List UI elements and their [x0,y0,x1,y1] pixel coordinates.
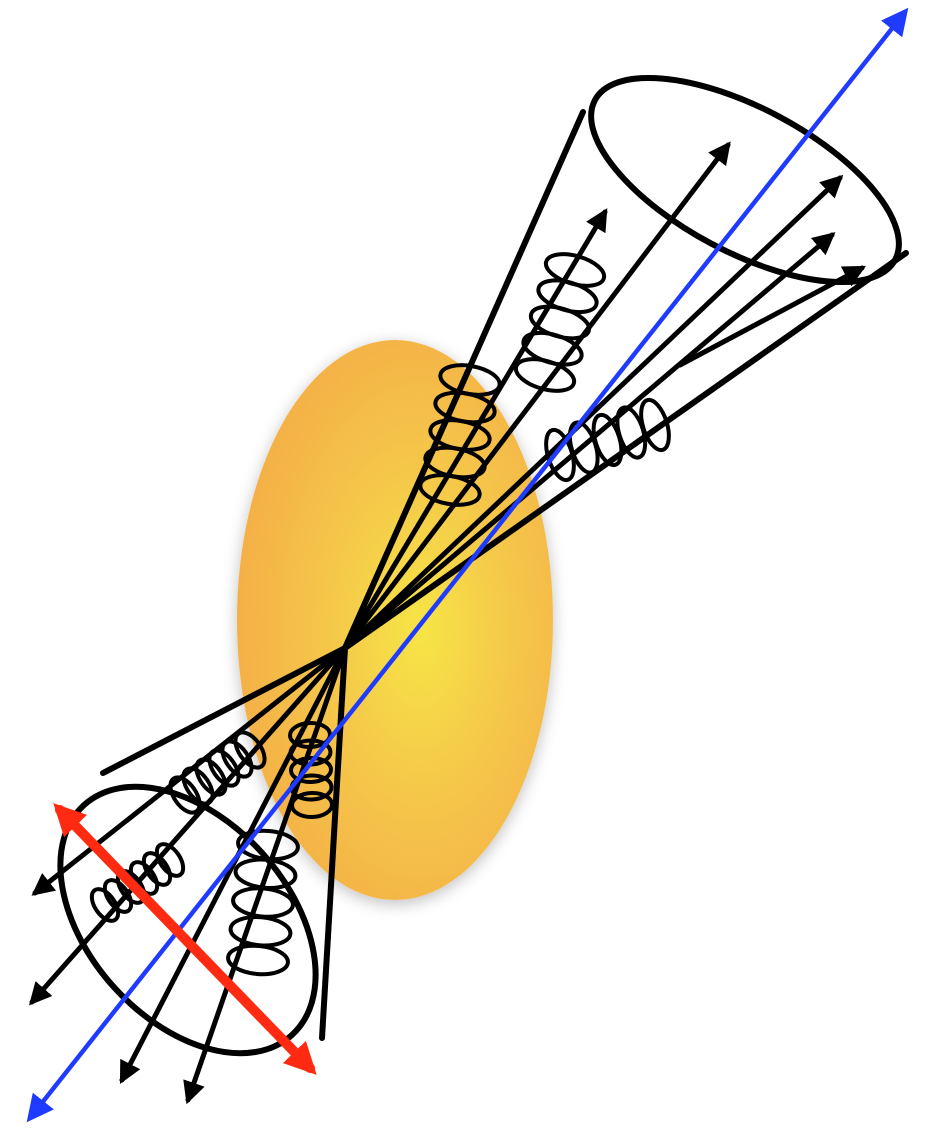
coil-loop [636,397,675,454]
jet-axis [30,12,905,1118]
coil-loop [229,915,291,948]
lower-coil-1 [165,727,271,817]
coil-loop [152,840,189,881]
coil-loop [512,353,577,396]
